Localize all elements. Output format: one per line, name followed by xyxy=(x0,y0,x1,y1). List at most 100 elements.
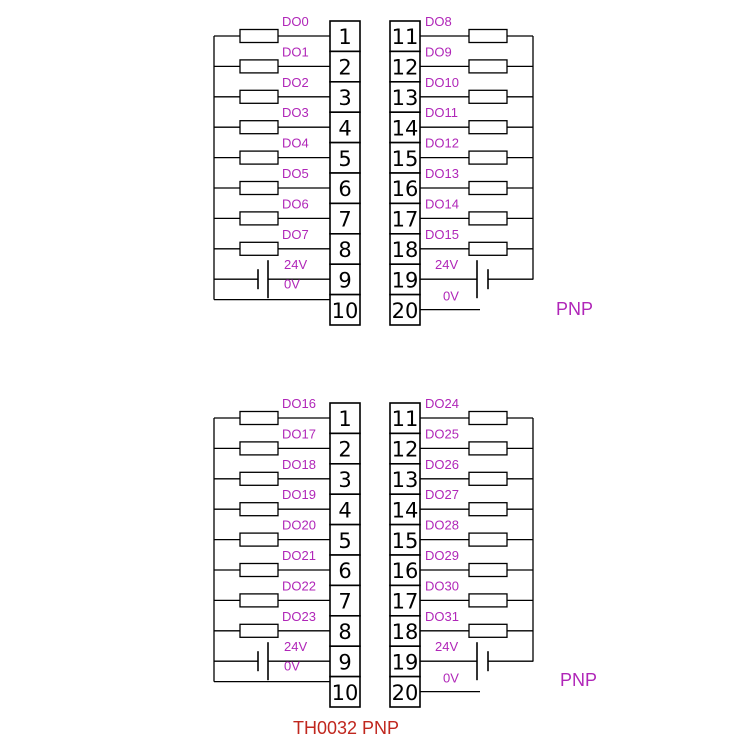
output-label: DO13 xyxy=(425,166,459,181)
terminal-number: 12 xyxy=(392,56,419,80)
load-resistor-icon xyxy=(239,562,279,578)
output-label: DO9 xyxy=(425,44,452,59)
terminal-number: 6 xyxy=(338,177,351,201)
terminal-14 xyxy=(389,493,421,526)
load-resistor-icon xyxy=(239,89,279,104)
output-label: DO18 xyxy=(282,457,316,472)
load-resistor-icon xyxy=(239,410,279,426)
terminal-number: 15 xyxy=(392,147,419,171)
terminal-20 xyxy=(389,293,421,326)
terminal-17 xyxy=(389,584,421,617)
load-resistor-icon xyxy=(239,623,279,638)
terminal-number: 2 xyxy=(338,438,351,462)
diagram-title: TH0032 PNP xyxy=(293,718,399,738)
terminal-1 xyxy=(329,402,361,435)
output-label: DO21 xyxy=(282,548,316,563)
terminal-number: 11 xyxy=(392,407,419,431)
terminal-number: 15 xyxy=(392,529,419,553)
terminal-number: 19 xyxy=(392,268,419,292)
terminal-number: 8 xyxy=(338,620,351,644)
terminal-number: 20 xyxy=(392,681,419,705)
output-label: DO11 xyxy=(425,105,458,120)
terminal-number: 1 xyxy=(338,25,351,49)
load-resistor-icon xyxy=(239,59,279,74)
terminal-7 xyxy=(329,584,361,617)
load-resistor-icon xyxy=(468,593,508,608)
terminal-number: 5 xyxy=(338,529,351,553)
terminal-6 xyxy=(329,554,361,587)
load-resistor-icon xyxy=(239,28,279,44)
load-resistor-icon xyxy=(239,120,279,135)
output-label: DO26 xyxy=(425,457,459,472)
type-label: PNP xyxy=(556,299,593,319)
load-resistor-icon xyxy=(468,150,508,165)
terminal-number: 6 xyxy=(338,559,351,583)
terminal-19 xyxy=(389,263,421,296)
output-label: DO16 xyxy=(282,396,316,411)
output-label: DO25 xyxy=(425,426,459,441)
load-resistor-icon xyxy=(468,562,508,578)
output-label: DO22 xyxy=(282,578,316,593)
terminal-number: 17 xyxy=(392,208,419,232)
output-label: DO28 xyxy=(425,518,459,533)
terminal-9 xyxy=(329,263,361,296)
terminal-13 xyxy=(389,462,421,495)
terminal-number: 4 xyxy=(338,116,351,140)
output-label: DO30 xyxy=(425,578,459,593)
load-resistor-icon xyxy=(468,241,508,256)
ground-label: 0V xyxy=(443,671,459,686)
terminal-number: 18 xyxy=(392,238,419,262)
terminal-8 xyxy=(329,614,361,647)
terminal-number: 7 xyxy=(338,208,351,232)
terminal-number: 16 xyxy=(392,559,419,583)
output-label: DO7 xyxy=(282,227,309,242)
terminal-16 xyxy=(389,554,421,587)
terminal-number: 17 xyxy=(392,590,419,614)
terminal-number: 19 xyxy=(392,650,419,674)
load-resistor-icon xyxy=(239,211,279,226)
terminal-13 xyxy=(389,81,421,114)
load-resistor-icon xyxy=(239,180,279,196)
terminal-3 xyxy=(329,462,361,495)
supply-label: 24V xyxy=(284,639,307,654)
output-label: DO20 xyxy=(282,518,316,533)
load-resistor-icon xyxy=(239,502,279,517)
terminal-number: 9 xyxy=(338,650,351,674)
terminal-number: 18 xyxy=(392,620,419,644)
output-label: DO31 xyxy=(425,609,459,624)
terminal-18 xyxy=(389,233,421,266)
output-label: DO8 xyxy=(425,14,452,29)
load-resistor-icon xyxy=(468,410,508,426)
load-resistor-icon xyxy=(468,532,508,547)
terminal-number: 16 xyxy=(392,177,419,201)
load-resistor-icon xyxy=(239,150,279,165)
terminal-number: 5 xyxy=(338,147,351,171)
load-resistor-icon xyxy=(468,59,508,74)
terminal-number: 3 xyxy=(338,86,351,110)
terminal-7 xyxy=(329,202,361,235)
terminal-number: 9 xyxy=(338,268,351,292)
output-label: DO3 xyxy=(282,105,309,120)
output-label: DO15 xyxy=(425,227,459,242)
output-label: DO27 xyxy=(425,487,459,502)
load-resistor-icon xyxy=(239,532,279,547)
terminal-4 xyxy=(329,111,361,144)
terminal-number: 11 xyxy=(392,25,419,49)
terminal-number: 2 xyxy=(338,56,351,80)
terminal-12 xyxy=(389,432,421,465)
terminal-number: 4 xyxy=(338,498,351,522)
load-resistor-icon xyxy=(468,502,508,517)
output-label: DO4 xyxy=(282,136,309,151)
output-label: DO0 xyxy=(282,14,309,29)
supply-label: 24V xyxy=(435,257,458,272)
terminal-number: 1 xyxy=(338,407,351,431)
terminal-number: 14 xyxy=(392,498,419,522)
terminal-number: 20 xyxy=(392,299,419,323)
output-label: DO5 xyxy=(282,166,309,181)
load-resistor-icon xyxy=(468,180,508,196)
load-resistor-icon xyxy=(239,441,279,456)
output-label: DO12 xyxy=(425,136,459,151)
terminal-9 xyxy=(329,645,361,678)
type-label: PNP xyxy=(560,670,597,690)
